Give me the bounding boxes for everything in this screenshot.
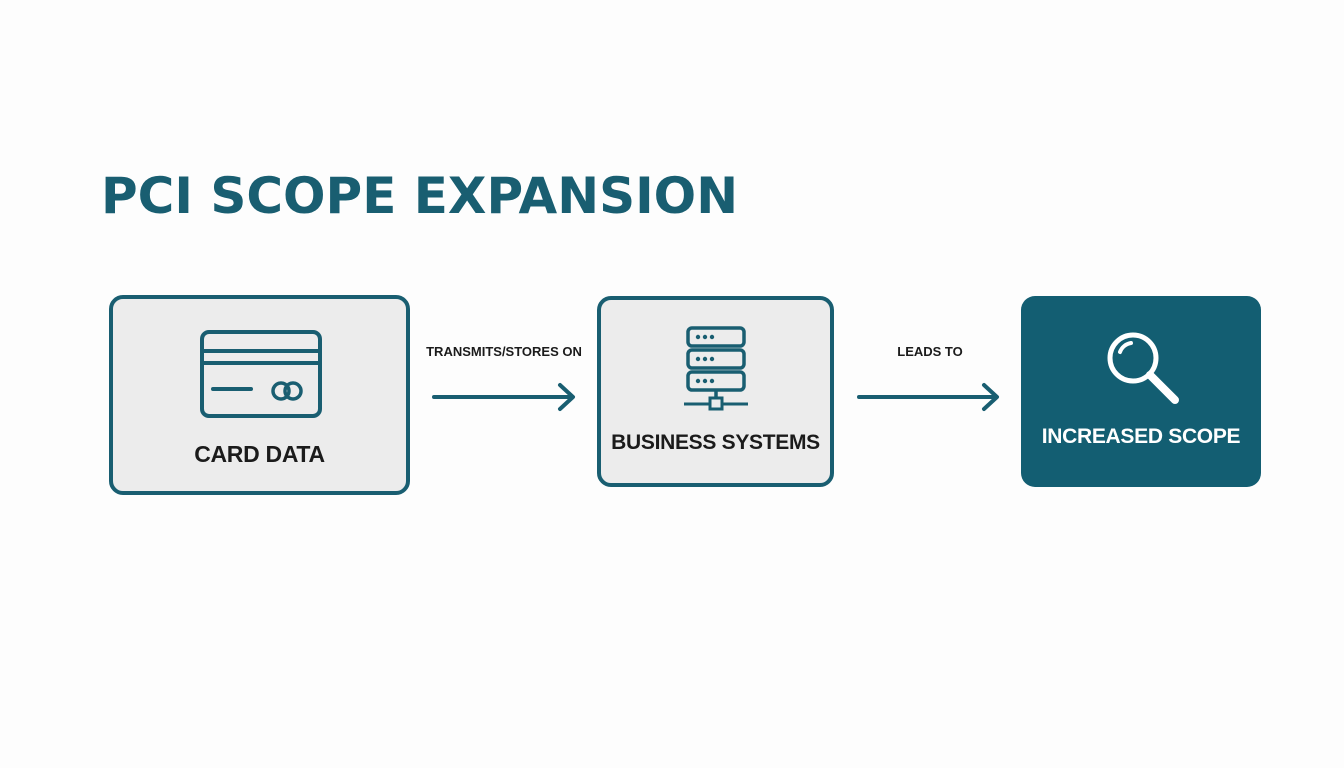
arrow-right-icon	[857, 383, 999, 411]
server-stack-icon	[684, 326, 748, 411]
node-label-business-systems: BUSINESS SYSTEMS	[611, 431, 820, 454]
diagram-title: PCI SCOPE EXPANSION	[101, 167, 739, 225]
node-label-increased-scope: INCREASED SCOPE	[1041, 425, 1241, 448]
arrow-right-icon	[432, 383, 575, 411]
node-label-card-data: CARD DATA	[194, 441, 325, 467]
edge-label-leads-to: LEADS TO	[897, 344, 963, 359]
edge-label-transmits: TRANSMITS/STORES ON	[426, 344, 582, 359]
node-card-data: CARD DATA	[109, 295, 410, 495]
magnifying-glass-icon	[1107, 332, 1179, 404]
node-increased-scope: INCREASED SCOPE	[1021, 296, 1261, 487]
node-business-systems: BUSINESS SYSTEMS	[597, 296, 834, 487]
credit-card-icon	[200, 330, 322, 418]
